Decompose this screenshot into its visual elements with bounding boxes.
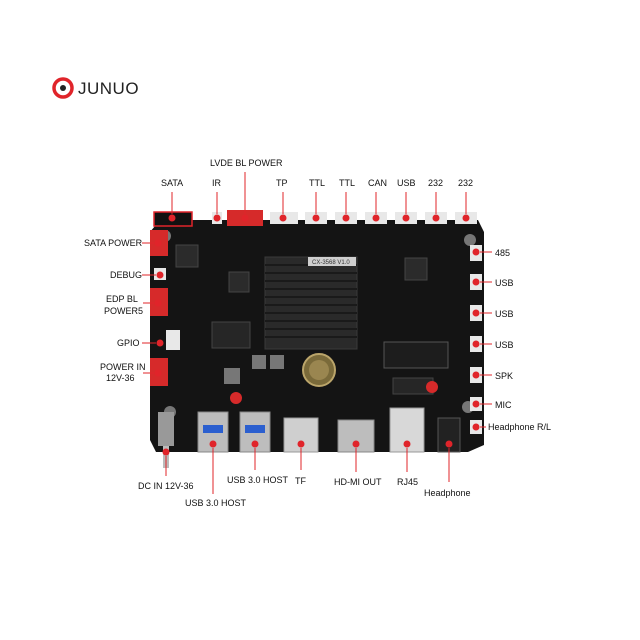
label-power-in-1: POWER IN — [100, 362, 146, 372]
marker-dot — [472, 340, 480, 348]
label-rs485: 485 — [495, 248, 510, 258]
marker-dot — [209, 440, 217, 448]
marker-dot — [472, 371, 480, 379]
junuo-logo: JUNUO — [52, 77, 139, 99]
mount-hole-icon — [464, 234, 476, 246]
capacitor — [230, 392, 242, 404]
label-usb-right-1: USB — [495, 278, 514, 288]
label-usb30-host-1: USB 3.0 HOST — [185, 498, 247, 508]
marker-dot — [402, 214, 410, 222]
label-rj45: RJ45 — [397, 477, 418, 487]
marker-dot — [432, 214, 440, 222]
usb30-port-2-tongue — [245, 425, 265, 433]
marker-dot — [352, 440, 360, 448]
marker-dot — [372, 214, 380, 222]
label-usb-right-2: USB — [495, 309, 514, 319]
board-marking: CX-3568 V1.0 — [312, 260, 350, 266]
capacitor — [426, 381, 438, 393]
label-rs232-2: 232 — [458, 178, 473, 188]
label-edp-bl-power-1: EDP BL — [106, 294, 138, 304]
brand-name: JUNUO — [78, 79, 139, 98]
callouts: LVDE BL POWER SATA IR TP TTL TTL CAN USB… — [84, 158, 551, 508]
heatsink — [264, 256, 358, 350]
pcb-board: CX-3568 V1.0 — [150, 220, 484, 452]
label-dc-in: DC IN 12V-36 — [138, 481, 194, 491]
label-headphone: Headphone — [424, 488, 471, 498]
label-gpio: GPIO — [117, 338, 140, 348]
label-sata: SATA — [161, 178, 183, 188]
marker-dot — [472, 248, 480, 256]
marker-dot — [445, 440, 453, 448]
marker-dot — [156, 339, 164, 347]
marker-dot — [472, 309, 480, 317]
label-power-in-2: 12V-36 — [106, 373, 135, 383]
marker-dot — [154, 239, 162, 247]
logo-center-icon — [60, 85, 66, 91]
marker-dot — [156, 271, 164, 279]
label-lvde-bl-power: LVDE BL POWER — [210, 158, 283, 168]
inductor — [224, 368, 240, 384]
chip — [228, 271, 250, 293]
label-usb-right-3: USB — [495, 340, 514, 350]
marker-dot — [472, 278, 480, 286]
chip — [175, 244, 199, 268]
logo-ring-icon — [52, 77, 74, 99]
chip — [404, 257, 428, 281]
marker-dot — [403, 440, 411, 448]
inductor — [270, 355, 284, 369]
label-rs232-1: 232 — [428, 178, 443, 188]
inductor — [252, 355, 266, 369]
label-tf: TF — [295, 476, 306, 486]
label-sata-power: SATA POWER — [84, 238, 143, 248]
label-hdmi-out: HD-MI OUT — [334, 477, 382, 487]
marker-dot — [162, 448, 170, 456]
marker-dot — [213, 214, 221, 222]
label-can: CAN — [368, 178, 387, 188]
dc-in-jack — [158, 412, 174, 446]
marker-dot — [472, 400, 480, 408]
marker-dot — [472, 423, 480, 431]
rtc-battery-face — [309, 360, 329, 380]
label-mic: MIC — [495, 400, 512, 410]
label-edp-bl-power-2: POWER5 — [104, 306, 143, 316]
label-debug: DEBUG — [110, 270, 142, 280]
marker-dot — [154, 369, 162, 377]
label-ttl-2: TTL — [339, 178, 355, 188]
marker-dot — [241, 214, 249, 222]
marker-dot — [154, 299, 162, 307]
gpio-connector — [166, 330, 180, 350]
m2-slot — [383, 341, 449, 369]
label-ir: IR — [212, 178, 222, 188]
marker-dot — [312, 214, 320, 222]
marker-dot — [279, 214, 287, 222]
board-marking-plate — [308, 257, 356, 266]
label-usb30-host-2: USB 3.0 HOST — [227, 475, 289, 485]
label-ttl-1: TTL — [309, 178, 325, 188]
label-tp: TP — [276, 178, 288, 188]
marker-dot — [342, 214, 350, 222]
label-usb-top: USB — [397, 178, 416, 188]
label-headphone-rl: Headphone R/L — [488, 422, 551, 432]
label-spk: SPK — [495, 371, 513, 381]
marker-dot — [251, 440, 259, 448]
marker-dot — [462, 214, 470, 222]
usb30-port-1-tongue — [203, 425, 223, 433]
chip — [211, 321, 251, 349]
marker-dot — [168, 214, 176, 222]
marker-dot — [297, 440, 305, 448]
